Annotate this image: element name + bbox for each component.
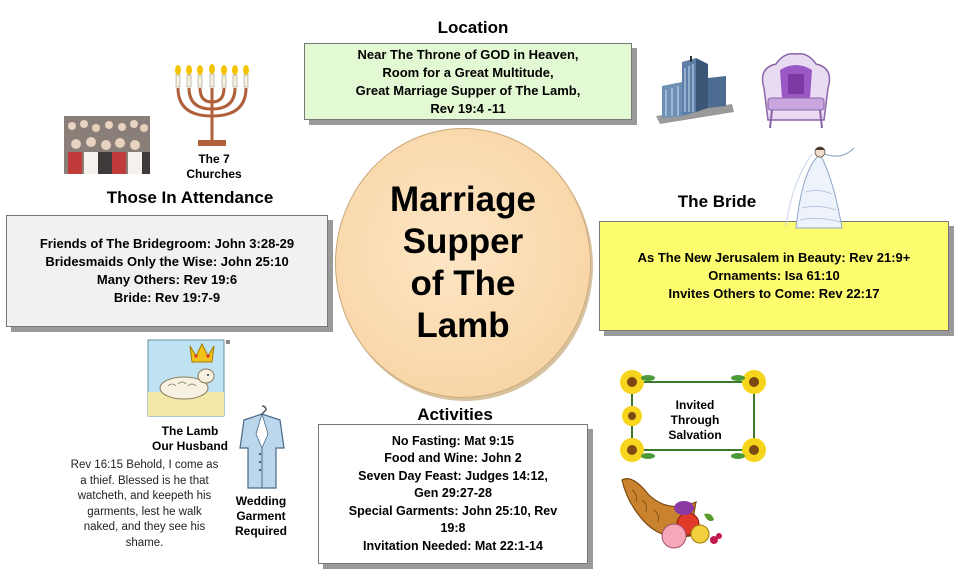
attendance-line: Bridesmaids Only the Wise: John 25:10 <box>45 254 289 269</box>
throne-icon <box>761 52 831 129</box>
bride-line: As The New Jerusalem in Beauty: Rev 21:9… <box>637 250 911 265</box>
garment-caption-line: Garment <box>236 509 286 523</box>
location-line: Near The Throne of GOD in Heaven, <box>357 46 579 62</box>
location-line: Room for a Great Multitude, <box>382 64 554 80</box>
activities-line: Gen 29:27-28 <box>414 486 492 501</box>
churches-caption-line: Churches <box>186 167 242 181</box>
invited-caption-line: Through <box>670 413 720 427</box>
center-title-line: Marriage <box>390 180 536 219</box>
attendance-line: Friends of The Bridegroom: John 3:28-29 <box>39 236 295 251</box>
bride-line: Invites Others to Come: Rev 22:17 <box>668 286 880 301</box>
lamb-caption-line: Our Husband <box>151 439 228 453</box>
center-circle: Marriage Supper of The Lamb <box>335 128 591 398</box>
bride-heading: The Bride <box>677 192 757 211</box>
cornucopia-icon <box>621 478 722 549</box>
rev-quote: Rev 16:15 Behold, I come as a thief. Ble… <box>42 458 247 551</box>
lamb-caption: The Lamb Our Husband <box>148 424 232 454</box>
center-title-line: Supper <box>402 222 524 261</box>
attendance-box: Friends of The Bridegroom: John 3:28-29 … <box>6 215 328 327</box>
garment-caption-line: Wedding <box>235 494 287 508</box>
attendance-line: Many Others: Rev 19:6 <box>96 272 238 287</box>
activities-heading: Activities <box>417 405 493 424</box>
quote-line: naked, and they see his <box>83 521 206 533</box>
lamb-caption-line: The Lamb <box>161 424 219 438</box>
location-box: Near The Throne of GOD in Heaven, Room f… <box>304 43 632 120</box>
bride-icon <box>785 146 855 229</box>
menorah-icon <box>175 64 249 146</box>
center-title-line: Lamb <box>416 306 510 345</box>
churches-caption: The 7 Churches <box>176 152 252 182</box>
activities-line: No Fasting: Mat 9:15 <box>391 433 515 448</box>
crowd-image <box>64 116 150 174</box>
quote-line: garments, lest he walk <box>87 505 202 518</box>
quote-line: shame. <box>125 536 164 549</box>
activities-line: Food and Wine: John 2 <box>384 451 522 466</box>
garment-caption: Wedding Garment Required <box>224 494 298 539</box>
location-line: Rev 19:4 -11 <box>430 100 506 116</box>
wedding-garment-icon <box>239 405 285 489</box>
quote-line: a thief. Blessed is he that <box>80 474 209 487</box>
bride-line: Ornaments: Isa 61:10 <box>708 268 840 283</box>
activities-line: Special Garments: John 25:10, Rev <box>348 503 558 518</box>
location-heading: Location <box>437 18 509 37</box>
activities-line: 19:8 <box>440 521 466 536</box>
bride-box: As The New Jerusalem in Beauty: Rev 21:9… <box>599 221 949 331</box>
invited-caption: Invited Through Salvation <box>660 398 730 443</box>
sunflower-frame-icon <box>620 370 766 462</box>
churches-caption-line: The 7 <box>198 152 230 166</box>
quote-line: watcheth, and keepeth his <box>77 490 212 502</box>
activities-line: Seven Day Feast: Judges 14:12, <box>358 468 548 483</box>
quote-line: Rev 16:15 Behold, I come as <box>70 459 219 471</box>
center-title-line: of The <box>410 264 516 303</box>
invited-caption-line: Invited <box>675 398 715 412</box>
activities-box: No Fasting: Mat 9:15 Food and Wine: John… <box>318 424 588 564</box>
invited-caption-line: Salvation <box>668 428 722 442</box>
lamb-crown-icon <box>147 339 230 417</box>
city-building-icon <box>656 56 734 124</box>
garment-caption-line: Required <box>234 524 287 538</box>
attendance-line: Bride: Rev 19:7-9 <box>113 290 221 305</box>
location-line: Great Marriage Supper of The Lamb, <box>355 82 581 98</box>
activities-line: Invitation Needed: Mat 22:1-14 <box>363 538 543 553</box>
attendance-heading: Those In Attendance <box>106 188 274 207</box>
